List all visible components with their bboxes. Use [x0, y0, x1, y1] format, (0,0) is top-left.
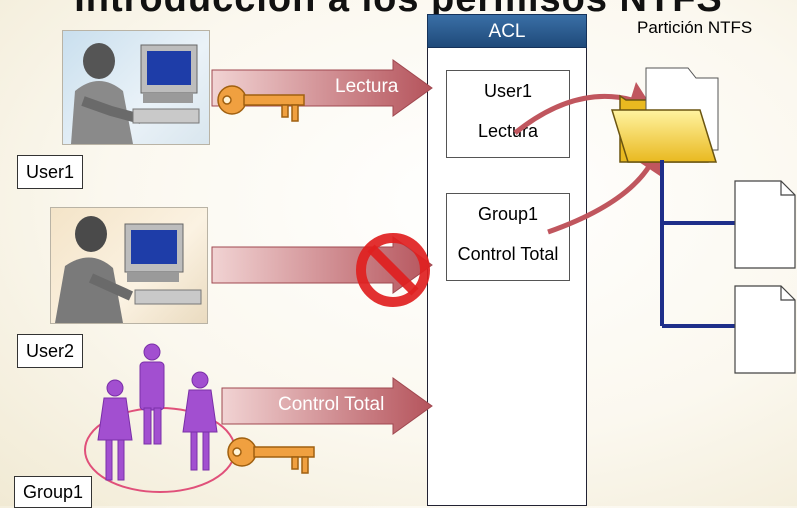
arrow-user1-label: Lectura [335, 76, 399, 97]
user2-photo [50, 207, 208, 324]
person-right-icon [182, 371, 218, 471]
arrow-group1 [221, 377, 433, 435]
acl-entry-group1: Group1 Control Total [446, 193, 570, 281]
group1-label: Group1 [14, 476, 93, 508]
folder-icon [610, 67, 719, 163]
denied-icon [356, 233, 430, 307]
acl-entry-principal: Group1 [477, 204, 539, 224]
person-left-icon [97, 379, 133, 481]
acl-entry-permission: Control Total [457, 244, 559, 264]
acl-entry-principal: User1 [483, 81, 532, 101]
file-icon [734, 180, 796, 269]
user2-computer-illustration [55, 216, 202, 323]
tree-lines [660, 160, 735, 328]
arrow-user1 [211, 59, 433, 117]
arrow-user2 [211, 236, 433, 294]
person-center-icon [139, 343, 165, 445]
key-icon [227, 437, 315, 474]
file-icon [734, 285, 796, 374]
partition-label: Partición NTFS [637, 18, 753, 37]
key-icon [217, 85, 305, 122]
user1-photo [62, 30, 210, 145]
user1-computer-illustration [71, 43, 200, 144]
acl-entry-user1: User1 Lectura [446, 70, 570, 158]
user2-label: User2 [17, 334, 84, 368]
acl-header: ACL [427, 14, 587, 48]
user1-label: User1 [17, 155, 84, 189]
arrow-group1-label: Control Total [278, 394, 385, 415]
curve-arrow-group1 [547, 163, 653, 235]
